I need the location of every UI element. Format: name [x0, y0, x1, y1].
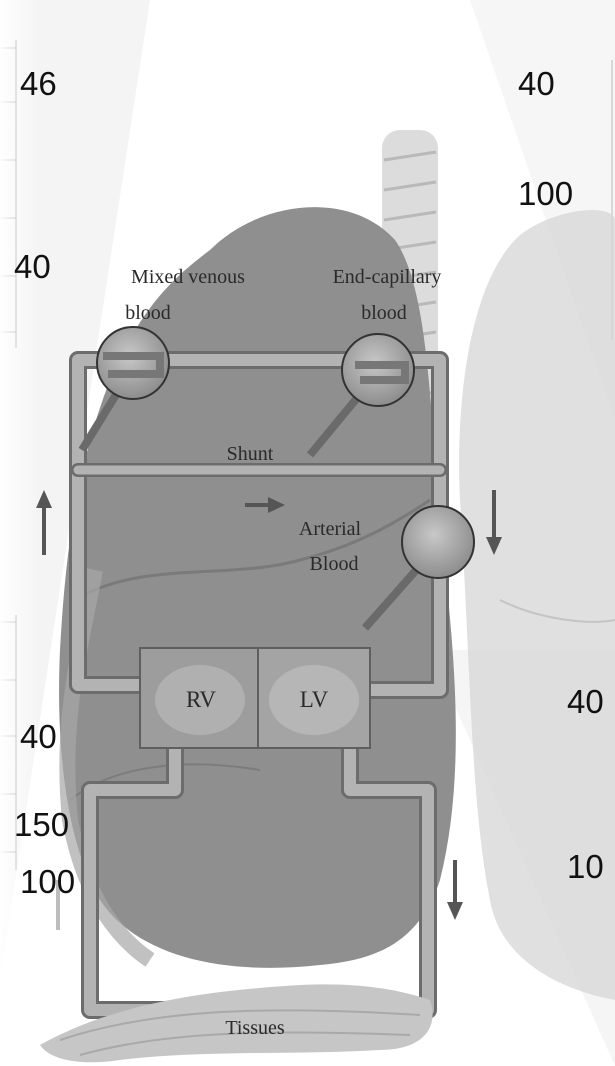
tissues-label: Tissues	[225, 1017, 285, 1039]
arterial-label-1: Arterial	[299, 518, 362, 540]
value-bottom-left-2: 150	[14, 808, 69, 841]
mixed-venous-label-1: Mixed venous	[131, 266, 245, 288]
left-fade	[0, 0, 40, 1066]
arrow-down-tissue	[447, 860, 463, 920]
value-mid-left: 40	[14, 250, 51, 283]
end-capillary-label-1: End-capillary	[333, 266, 442, 288]
heart	[140, 648, 370, 748]
value-bottom-left-3: 100	[20, 865, 75, 898]
value-lower-right: 40	[567, 685, 604, 718]
arterial-label-2: Blood	[310, 553, 359, 575]
value-top-right-2: 100	[518, 177, 573, 210]
lv-label: LV	[300, 687, 329, 712]
mixed-venous-label-2: blood	[125, 302, 171, 324]
end-capillary-label-2: blood	[361, 302, 407, 324]
value-top-right: 40	[518, 67, 555, 100]
value-bottom-left-1: 40	[20, 720, 57, 753]
value-top-left: 46	[20, 67, 57, 100]
shunt-label: Shunt	[227, 443, 274, 465]
rv-label: RV	[186, 687, 216, 712]
value-bottom-right: 10	[567, 850, 604, 883]
